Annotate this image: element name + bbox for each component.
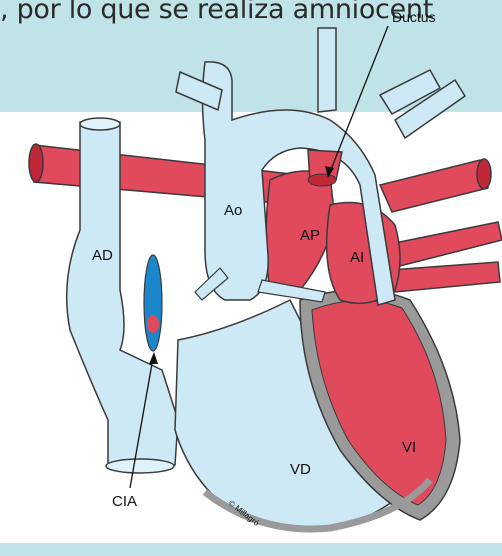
pulmonary-artery-left-end: [29, 144, 43, 182]
label-vd: VD: [290, 461, 311, 478]
aortic-branch-2: [318, 28, 336, 112]
label-ad: AD: [92, 247, 113, 264]
label-cia: CIA: [112, 493, 137, 510]
label-ap: AP: [300, 227, 320, 244]
ivc-opening: [106, 459, 174, 473]
pulmonary-artery-right-end: [477, 159, 491, 189]
label-ductus: Ductus: [392, 9, 436, 25]
atrial-septal-defect-shunt: [147, 315, 159, 333]
ductus-opening: [308, 174, 336, 186]
label-ao: Ao: [224, 202, 242, 219]
label-ai: AI: [350, 249, 364, 266]
atrial-septal-defect: [144, 255, 162, 351]
svc-opening: [80, 118, 120, 130]
label-vi: VI: [402, 439, 416, 456]
